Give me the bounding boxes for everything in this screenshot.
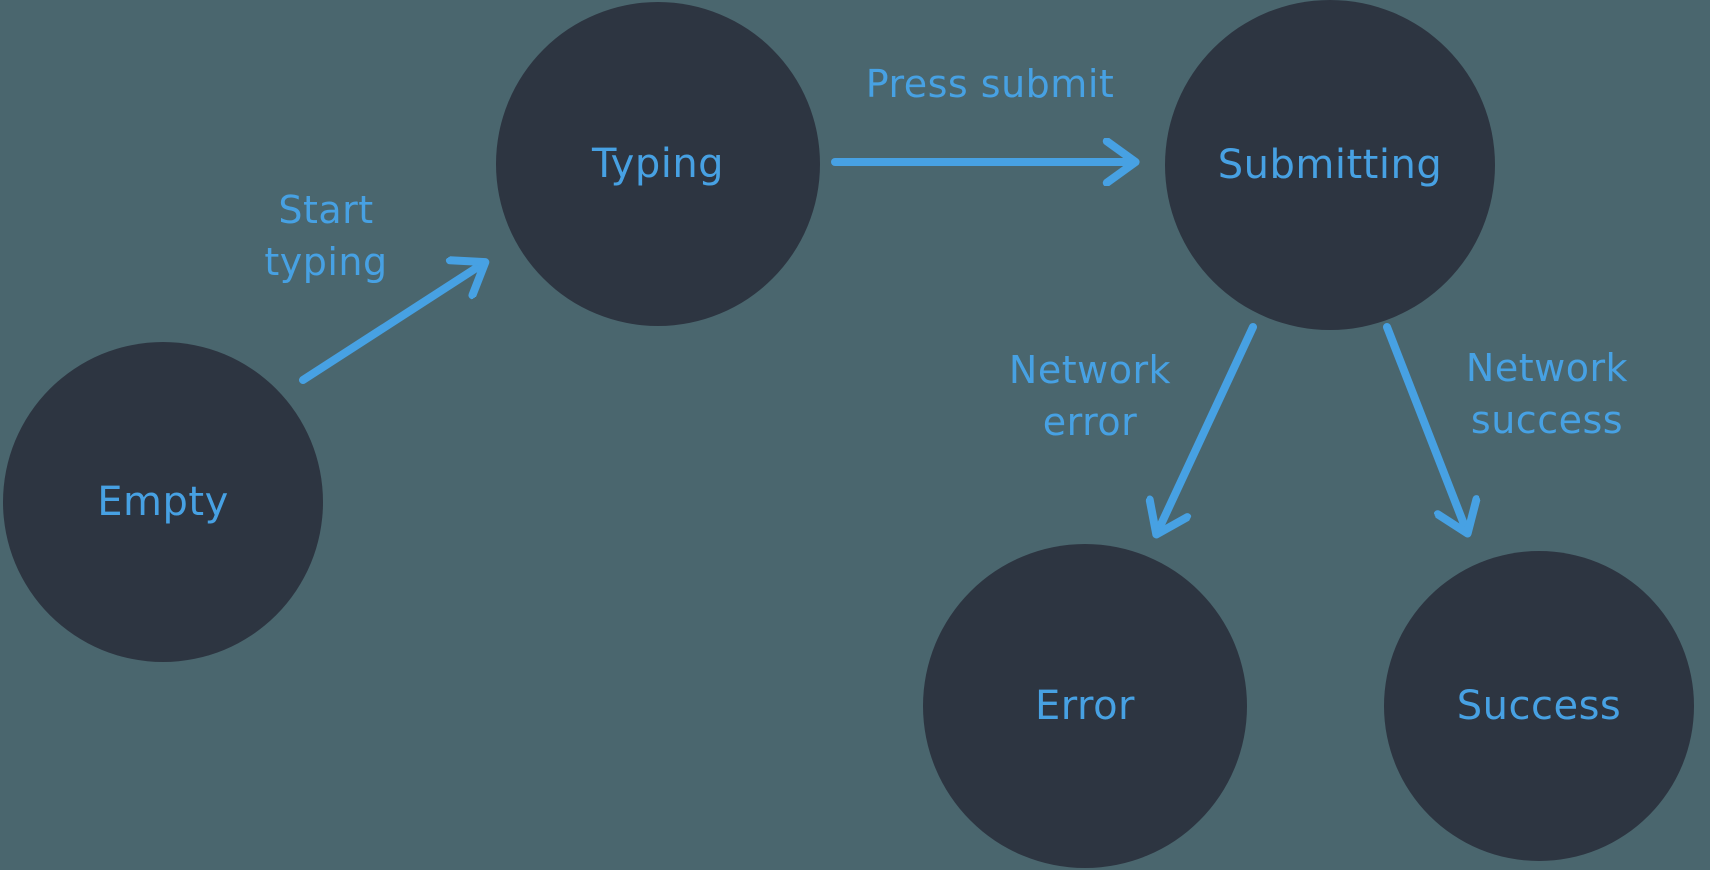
state-label-error: Error <box>1035 683 1135 729</box>
state-label-submitting: Submitting <box>1217 142 1443 188</box>
state-node-error: Error <box>923 544 1247 868</box>
transition-label-press-submit: Press submit <box>865 62 1115 106</box>
state-node-success: Success <box>1384 551 1694 861</box>
state-label-success: Success <box>1456 683 1622 729</box>
state-node-submitting: Submitting <box>1165 0 1495 330</box>
transition-label-network-error: Network error <box>1008 348 1172 444</box>
state-node-typing: Typing <box>496 2 820 326</box>
transition-label-network-success: Network success <box>1465 346 1629 442</box>
state-label-empty: Empty <box>97 479 229 525</box>
state-label-typing: Typing <box>591 141 725 187</box>
transition-label-start-typing: Start typing <box>264 188 388 284</box>
state-node-empty: Empty <box>3 342 323 662</box>
